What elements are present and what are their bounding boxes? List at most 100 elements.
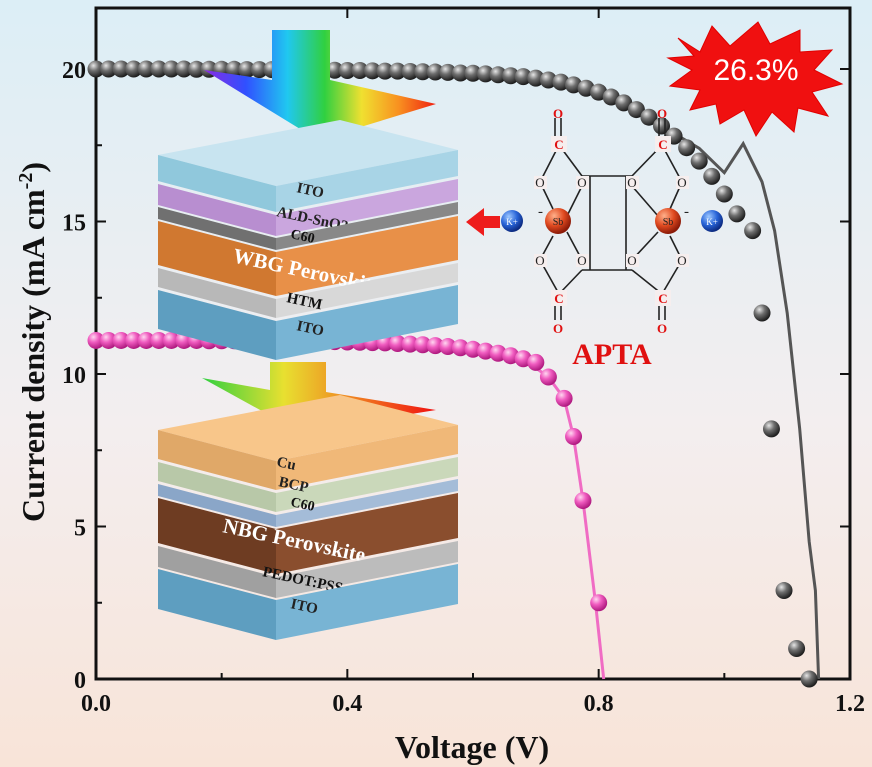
y-axis-title-main: Current density (mA cm (15, 189, 51, 522)
data-point-series-2 (439, 338, 457, 356)
efficiency-label: 26.3% (713, 54, 798, 87)
data-point-series-1 (451, 64, 469, 82)
atom-o-4: O (657, 321, 667, 336)
charge-minus-left: - (538, 204, 543, 220)
sb-label-left: Sb (553, 217, 564, 228)
data-point-series-1 (703, 167, 721, 185)
data-point-series-1 (627, 101, 645, 119)
data-point-series-2 (464, 340, 482, 358)
k-ion-left (501, 210, 523, 232)
layer-label-ito-top: ITO (295, 180, 325, 201)
sb-atom-left (545, 208, 571, 234)
data-point-series-2 (414, 336, 432, 354)
data-point-series-1 (715, 185, 733, 203)
sb-atom-right (655, 208, 681, 234)
x-tick-label: 1.2 (835, 691, 865, 717)
data-point-series-1 (238, 61, 256, 79)
charge-minus-right: - (684, 204, 689, 220)
data-point-series-1 (775, 582, 793, 600)
atom-o-3: O (553, 321, 563, 336)
data-point-series-1 (753, 304, 771, 322)
data-point-series-1 (401, 62, 419, 80)
data-point-series-1 (744, 222, 762, 240)
data-point-series-1 (150, 60, 168, 78)
data-point-series-1 (678, 139, 696, 157)
data-point-series-1 (125, 60, 143, 78)
layer-label-htm: HTM (285, 290, 323, 313)
k-label-left: K+ (506, 217, 518, 227)
data-point-series-2 (162, 331, 180, 349)
x-axis-title: Voltage (V) (395, 729, 549, 765)
nbg-subcell-stack: Cu BCP C60 NBG Perovskite PEDOT:PSS ITO (158, 395, 458, 640)
k-label-right: K+ (706, 217, 718, 227)
data-point-series-1 (389, 62, 407, 80)
atom-o-7: O (535, 253, 544, 268)
data-point-series-1 (728, 205, 746, 223)
data-point-series-2 (574, 492, 592, 510)
data-point-series-2 (137, 331, 155, 349)
data-point-series-1 (527, 69, 545, 87)
data-point-series-1 (250, 61, 268, 79)
y-tick-label: 0 (74, 668, 86, 694)
data-point-series-2 (87, 331, 105, 349)
data-point-series-1 (788, 640, 806, 657)
data-point-series-1 (326, 61, 344, 79)
incident-light-arrow (204, 30, 436, 140)
layer-label-ito-mid: ITO (295, 318, 325, 339)
data-point-series-2 (565, 428, 583, 446)
atom-o-5: O (535, 175, 544, 190)
data-point-series-1 (477, 65, 495, 83)
atom-c-4: C (658, 291, 667, 306)
data-point-series-2 (100, 331, 118, 349)
data-point-series-2 (539, 368, 557, 386)
atom-o-11: O (677, 253, 686, 268)
y-tick-label: 15 (62, 211, 86, 237)
atom-c-2: C (658, 137, 667, 152)
data-point-series-1 (615, 94, 633, 112)
atom-o-1: O (553, 106, 563, 121)
x-tick-label: 0.8 (584, 691, 614, 717)
data-point-series-1 (690, 152, 708, 170)
atom-o-6: O (577, 175, 586, 190)
data-point-series-1 (363, 62, 381, 80)
data-point-series-1 (87, 60, 105, 78)
data-point-series-2 (590, 594, 608, 612)
efficiency-starburst: 26.3% (666, 21, 844, 138)
data-point-series-1 (800, 670, 818, 688)
data-point-series-1 (539, 71, 557, 89)
data-point-series-2 (527, 353, 545, 371)
y-axis-title-end: ) (15, 162, 51, 173)
y-axis-title-sup: -2 (15, 173, 37, 190)
data-point-series-2 (389, 335, 407, 352)
atom-c-1: C (554, 137, 563, 152)
data-point-series-2 (426, 337, 444, 355)
molecule-label: APTA (572, 338, 652, 371)
data-point-series-1 (175, 60, 193, 78)
wbg-subcell-stack: ITO ALD-SnO2 C60 WBG Perovskite HTM ITO (158, 120, 458, 360)
data-point-series-1 (426, 63, 444, 81)
data-point-series-2 (401, 335, 419, 353)
layer-label-c60-top: C60 (289, 227, 316, 247)
sb-label-right: Sb (663, 217, 674, 228)
x-tick-label: 0.4 (332, 691, 362, 717)
data-point-series-2 (150, 331, 168, 349)
interface-pointer-arrow (466, 208, 500, 236)
apta-atoms: C O C O C O C O O O O O O O O O Sb Sb - … (501, 106, 723, 336)
x-tick-label: 0.0 (81, 691, 111, 717)
atom-o-10: O (627, 175, 636, 190)
data-point-series-2 (125, 331, 143, 349)
data-point-series-1 (514, 68, 532, 86)
data-point-series-1 (414, 63, 432, 81)
data-point-series-1 (338, 62, 356, 80)
layer-label-cu: Cu (275, 454, 297, 474)
data-point-series-1 (439, 63, 457, 81)
y-axis-title: Current density (mA cm-2) (15, 162, 51, 522)
layer-label-bcp: BCP (277, 474, 310, 496)
y-tick-label: 10 (62, 363, 86, 389)
layer-label-ito-bottom: ITO (289, 596, 319, 617)
data-point-series-2 (451, 339, 469, 357)
k-ion-right (701, 210, 723, 232)
